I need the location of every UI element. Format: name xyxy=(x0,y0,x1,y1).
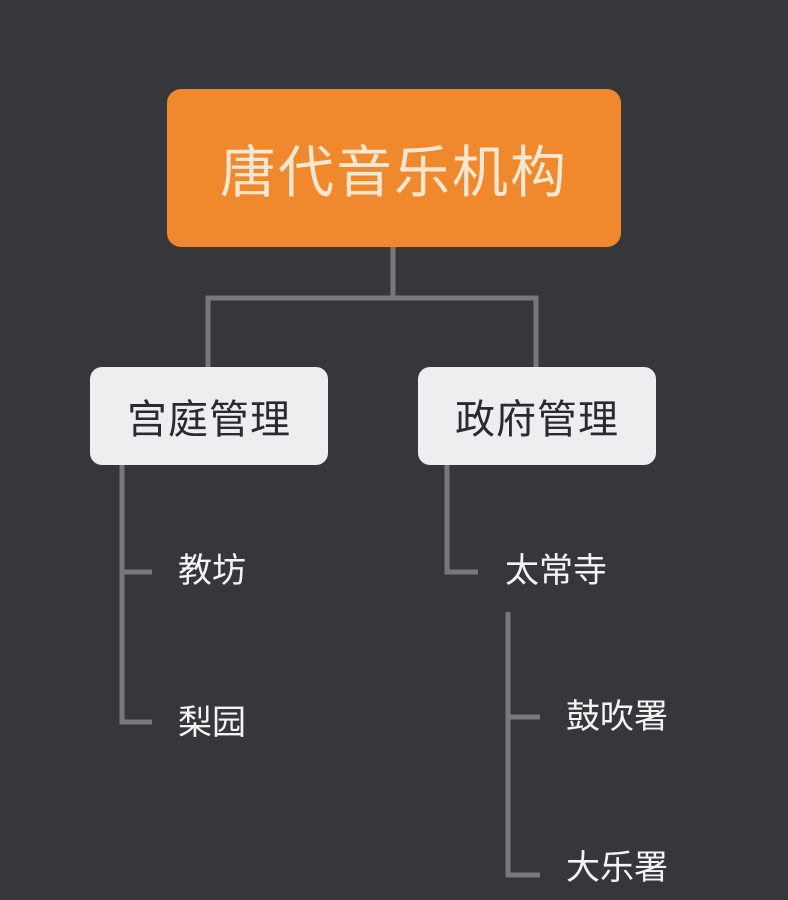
court-branch-connector xyxy=(119,465,152,725)
taichangsi-connector xyxy=(505,612,540,878)
root-to-branches-connector xyxy=(205,247,539,367)
leaf-node-taichangsi: 太常寺 xyxy=(505,551,607,591)
branch-node-government: 政府管理 xyxy=(418,367,656,465)
leaf-node-liyuan: 梨园 xyxy=(178,703,246,743)
root-node-label: 唐代音乐机构 xyxy=(220,140,568,206)
branch-node-court-label: 宫庭管理 xyxy=(127,397,291,443)
root-node: 唐代音乐机构 xyxy=(167,89,621,247)
leaf-node-jiaofang: 教坊 xyxy=(178,551,246,591)
leaf-node-dayueshu: 大乐署 xyxy=(566,848,668,888)
leaf-node-guchuishu: 鼓吹署 xyxy=(566,697,668,737)
government-branch-connector xyxy=(444,465,478,575)
branch-node-court: 宫庭管理 xyxy=(90,367,328,465)
branch-node-government-label: 政府管理 xyxy=(455,397,619,443)
